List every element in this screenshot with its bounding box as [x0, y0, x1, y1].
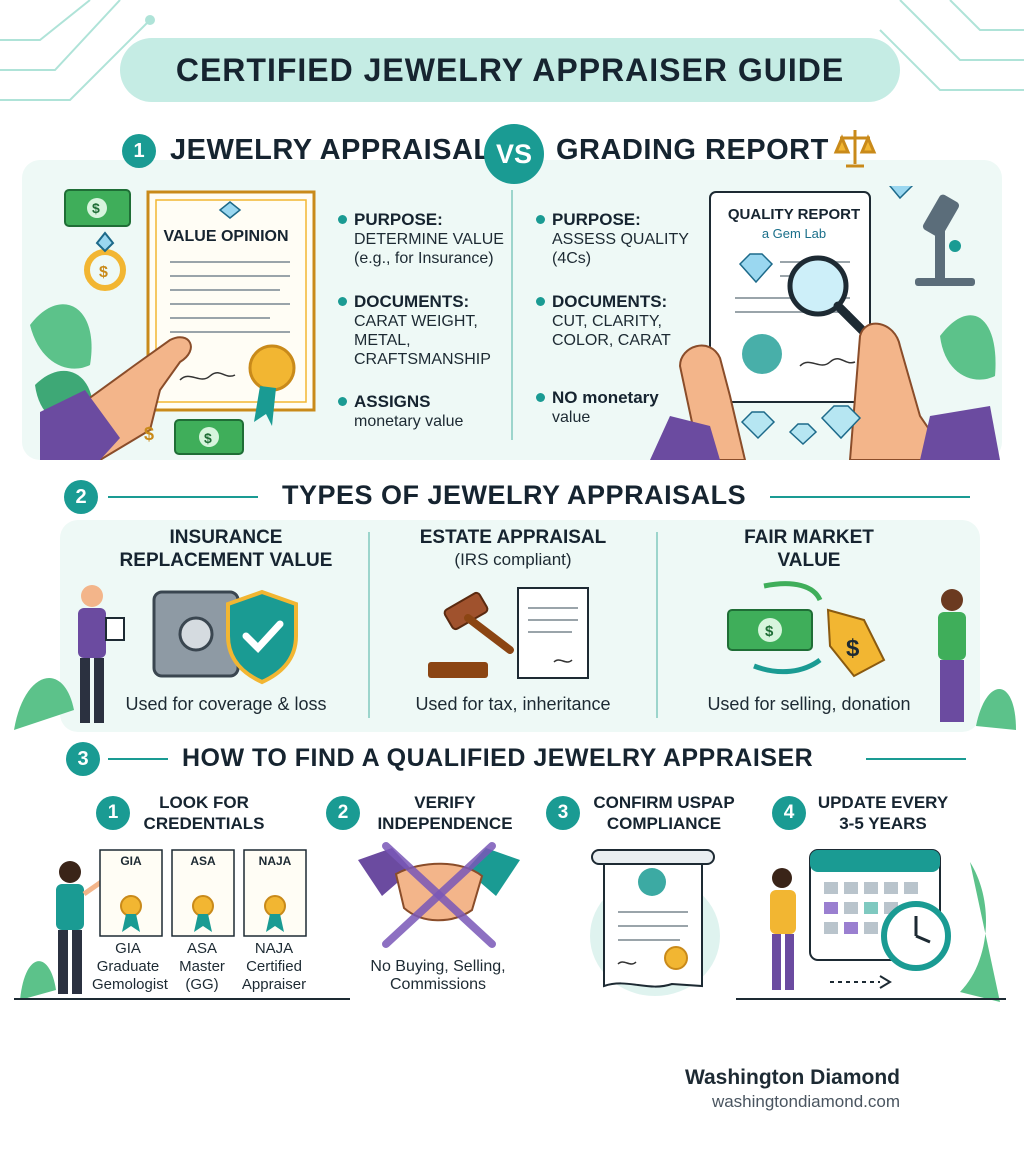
cert-label-asa: ASA Master (GG) — [179, 940, 225, 993]
page-title: CERTIFIED JEWELRY APPRAISER GUIDE — [175, 51, 845, 88]
section2-rule-right — [770, 496, 970, 498]
section2-divider-2 — [656, 532, 658, 718]
section3-number: 3 — [66, 742, 100, 776]
credential-certificates-icon — [99, 849, 307, 937]
section1-left-heading: JEWELRY APPRAISAL — [170, 134, 492, 166]
section3-rule-left — [108, 758, 168, 760]
svg-text:$: $ — [204, 430, 212, 446]
right-bullet-no-value: NO monetary value — [536, 388, 659, 427]
money-icon: $ $ — [144, 419, 244, 455]
section2-rule-left — [108, 496, 258, 498]
step1-number: 1 — [96, 796, 130, 830]
footer-brand: Washington Diamond — [684, 1066, 900, 1089]
bullet-text: value — [552, 409, 591, 426]
bullet-head: DOCUMENTS: — [354, 292, 470, 311]
card-fair-market-caption: Used for selling, donation — [707, 694, 911, 714]
card-insurance-title: INSURANCE REPLACEMENT VALUE — [119, 527, 333, 571]
bullet-dot — [536, 393, 545, 402]
svg-text:$: $ — [144, 424, 154, 444]
card-estate-caption: Used for tax, inheritance — [415, 694, 611, 714]
bullet-dot — [338, 397, 347, 406]
scale-icon — [833, 130, 877, 168]
section3-heading: HOW TO FIND A QUALIFIED JEWELRY APPRAISE… — [182, 744, 814, 772]
step3-title: CONFIRM USPAP COMPLIANCE — [593, 793, 735, 833]
step2-number: 2 — [326, 796, 360, 830]
step4-number: 4 — [772, 796, 806, 830]
bullet-text: monetary value — [354, 413, 464, 430]
value-opinion-document — [40, 190, 316, 460]
left-bullet-assigns: ASSIGNS monetary value — [338, 392, 464, 431]
bullet-text: CUT, CLARITY, COLOR, CARAT — [552, 313, 671, 349]
right-doc-title: QUALITY REPORT — [727, 206, 861, 223]
bullet-text: ASSESS QUALITY (4Cs) — [552, 231, 689, 267]
bullet-head: PURPOSE: — [354, 210, 443, 229]
section2-heading: TYPES OF JEWELRY APPRAISALS — [282, 480, 747, 510]
bullet-dot — [536, 297, 545, 306]
section2-divider-1 — [368, 532, 370, 718]
step4-baseline — [736, 998, 1006, 1000]
left-doc-title: VALUE OPINION — [163, 228, 289, 245]
right-doc-subtitle: a Gem Lab — [761, 226, 827, 241]
bullet-head: PURPOSE: — [552, 210, 641, 229]
person-woman-illustration — [938, 589, 1016, 730]
bullet-head: ASSIGNS — [354, 392, 431, 411]
svg-text:$: $ — [765, 623, 774, 640]
bullet-dot — [338, 215, 347, 224]
card-estate-title: ESTATE APPRAISAL — [419, 527, 607, 548]
svg-text:$: $ — [92, 200, 100, 216]
cert-tag-asa: ASA — [190, 854, 216, 868]
footer-url[interactable]: washingtondiamond.com — [711, 1092, 900, 1111]
right-bullet-documents: DOCUMENTS: CUT, CLARITY, COLOR, CARAT — [536, 292, 671, 350]
cert-label-gia: GIA Graduate Gemologist — [92, 940, 168, 993]
section1-number: 1 — [122, 134, 156, 168]
no-handshake-icon — [358, 842, 520, 948]
left-bullet-documents: DOCUMENTS: CARAT WEIGHT, METAL, CRAFTSMA… — [338, 292, 491, 369]
step1-title: LOOK FOR CREDENTIALS — [143, 793, 265, 833]
step3-number: 3 — [546, 796, 580, 830]
section1-divider — [511, 190, 513, 440]
gavel-document-icon — [428, 587, 589, 679]
right-bullet-purpose: PURPOSE: ASSESS QUALITY (4Cs) — [536, 210, 689, 268]
step1-baseline — [14, 998, 350, 1000]
card-fair-market-title: FAIR MARKET VALUE — [744, 527, 874, 571]
uspap-scroll-icon — [591, 849, 715, 988]
money-price-tag-icon: $ $ — [727, 581, 886, 678]
cert-tag-naja: NAJA — [258, 854, 292, 868]
vs-badge: VS — [484, 124, 544, 184]
section1-right-heading: GRADING REPORT — [556, 134, 829, 166]
step4-title: UPDATE EVERY 3-5 YEARS — [817, 793, 949, 833]
safe-shield-icon — [152, 589, 298, 685]
card-insurance-caption: Used for coverage & loss — [125, 694, 327, 714]
bullet-text: DETERMINE VALUE (e.g., for Insurance) — [354, 231, 504, 267]
svg-text:$: $ — [99, 264, 108, 281]
step2-title: VERIFY INDEPENDENCE — [377, 793, 513, 833]
independence-caption: No Buying, Selling, Commissions — [370, 958, 506, 993]
circuit-decoration — [0, 0, 1024, 101]
left-bullet-purpose: PURPOSE: DETERMINE VALUE (e.g., for Insu… — [338, 210, 504, 268]
calendar-clock-icon — [770, 849, 1000, 1002]
bullet-dot — [536, 215, 545, 224]
section2-number: 2 — [64, 480, 98, 514]
person-with-clipboard-illustration — [14, 585, 125, 730]
bullet-head: NO monetary — [552, 388, 659, 407]
svg-text:$: $ — [846, 635, 860, 662]
person-presenting-illustration — [20, 861, 106, 1000]
section3-rule-right — [866, 758, 966, 760]
bullet-dot — [338, 297, 347, 306]
title-banner: CERTIFIED JEWELRY APPRAISER GUIDE — [120, 38, 900, 102]
cert-label-naja: NAJA Certified Appraiser — [241, 940, 307, 993]
card-estate-subtitle: (IRS compliant) — [454, 550, 572, 569]
bullet-head: DOCUMENTS: — [552, 292, 668, 311]
bullet-text: CARAT WEIGHT, METAL, CRAFTSMANSHIP — [354, 313, 491, 368]
quality-report-document — [650, 186, 1000, 460]
cert-tag-gia: GIA — [120, 854, 142, 868]
